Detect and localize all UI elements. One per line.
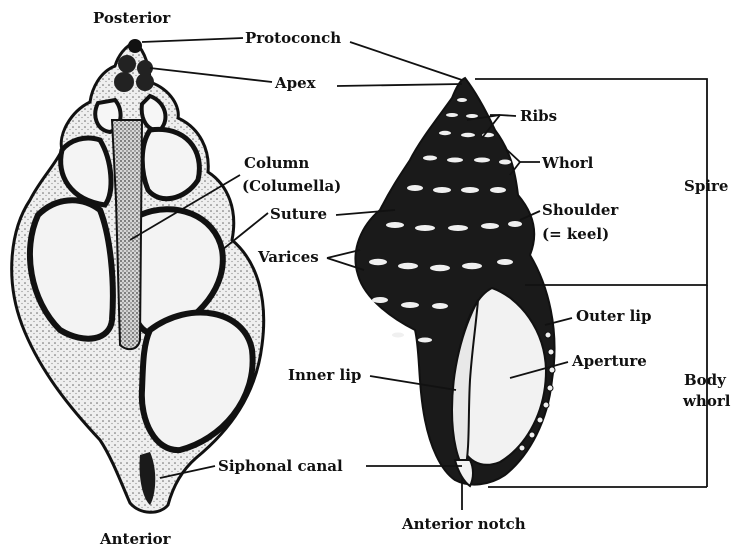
- protoconch-bead: [128, 39, 142, 53]
- label-spire: Spire: [684, 177, 728, 195]
- label-posterior: Posterior: [93, 9, 171, 27]
- exterior-shell: [355, 78, 555, 486]
- label-siphonal-canal: Siphonal canal: [218, 457, 343, 475]
- label-column: Column: [244, 154, 309, 172]
- apex-bead: [118, 55, 136, 73]
- label-protoconch: Protoconch: [245, 29, 341, 47]
- label-anterior-notch: Anterior notch: [401, 515, 526, 533]
- label-body: Body: [684, 371, 727, 389]
- apex-bead: [136, 73, 154, 91]
- label-shoulder: Shoulder: [542, 201, 619, 219]
- whorl-chamber: [142, 313, 253, 451]
- label-body-whorl: whorl: [682, 392, 731, 410]
- whorl-chamber: [142, 129, 199, 198]
- label-anterior: Anterior: [99, 530, 172, 548]
- label-aperture: Aperture: [571, 352, 647, 370]
- label-ribs: Ribs: [520, 107, 557, 125]
- label-varices: Varices: [257, 248, 319, 266]
- label-suture: Suture: [270, 205, 327, 223]
- label-inner-lip: Inner lip: [288, 366, 361, 384]
- label-whorl: Whorl: [541, 154, 594, 172]
- sectioned-shell: [12, 39, 264, 512]
- label-apex: Apex: [274, 74, 317, 92]
- label-keel: (= keel): [542, 225, 609, 243]
- apex-bead: [114, 72, 134, 92]
- label-columella: (Columella): [242, 177, 341, 195]
- label-outer-lip: Outer lip: [576, 307, 651, 325]
